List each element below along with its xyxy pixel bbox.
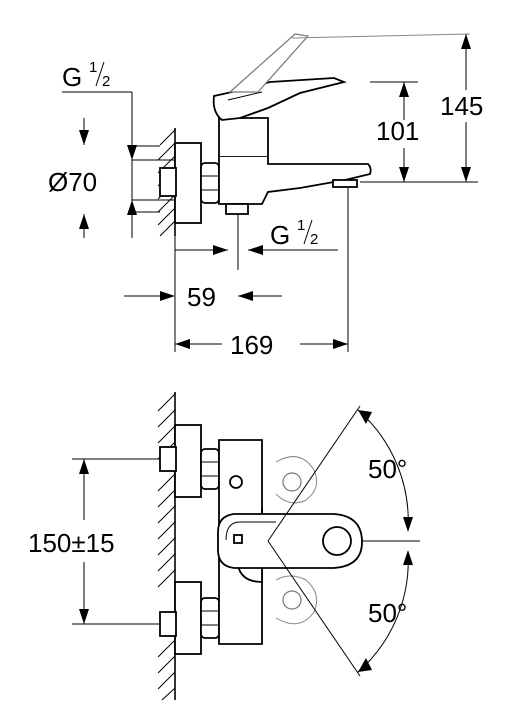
dim-150-label: 150±15 <box>28 528 115 558</box>
eccentric-nut <box>200 162 220 204</box>
dim-101-label: 101 <box>376 116 419 146</box>
diameter-label: Ø70 <box>48 167 97 197</box>
cartridge-housing <box>218 117 269 156</box>
angle-bottom-label: 50° <box>368 598 407 628</box>
dim-145-label: 145 <box>440 91 483 121</box>
thread-mid-denominator: 2 <box>310 231 318 248</box>
lever-cap <box>322 526 352 556</box>
lower-rosette <box>174 581 202 655</box>
diverter-knob <box>229 475 243 489</box>
angle-arc-bottom <box>357 551 409 673</box>
thread-top-label: G <box>62 62 82 92</box>
angle-arc-top <box>357 409 409 531</box>
lower-connector <box>159 611 177 637</box>
mixer-body <box>218 155 372 205</box>
dim-59-label: 59 <box>187 282 216 312</box>
wall-rosette <box>174 142 202 224</box>
wall-connector <box>159 167 177 197</box>
front-view: 150±15 50° 50° <box>28 392 420 701</box>
wall-hatch-bottom <box>157 392 176 701</box>
upper-rosette <box>174 424 202 498</box>
logo-mark <box>233 534 243 544</box>
shower-outlet <box>225 203 249 215</box>
lower-nut <box>200 597 220 639</box>
dim-169-label: 169 <box>230 330 273 360</box>
lever-rotated-ghosts <box>275 456 318 625</box>
angle-top-label: 50° <box>368 454 407 484</box>
lever-raised-outline <box>228 33 310 93</box>
thread-top-numerator: 1 <box>89 59 97 76</box>
spout-aerator <box>332 179 358 188</box>
thread-mid-label: G <box>270 220 290 250</box>
lever-front <box>217 513 363 569</box>
thread-top-denominator: 2 <box>102 73 110 90</box>
upper-nut <box>200 448 220 490</box>
upper-connector <box>159 446 177 472</box>
thread-mid-numerator: 1 <box>297 217 305 234</box>
spout-base <box>236 565 263 583</box>
side-view: 101 145 G 1 2 Ø70 G 1 2 59 <box>48 33 483 360</box>
